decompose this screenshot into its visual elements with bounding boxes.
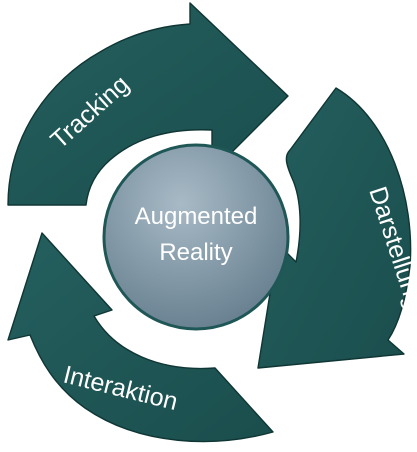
hub-label-line1: Augmented bbox=[135, 203, 258, 230]
hub-label-line2: Reality bbox=[159, 239, 232, 266]
darstellung-arrow bbox=[257, 87, 412, 369]
augmented-reality-hub bbox=[102, 143, 290, 331]
interaktion-arrow bbox=[7, 232, 274, 443]
